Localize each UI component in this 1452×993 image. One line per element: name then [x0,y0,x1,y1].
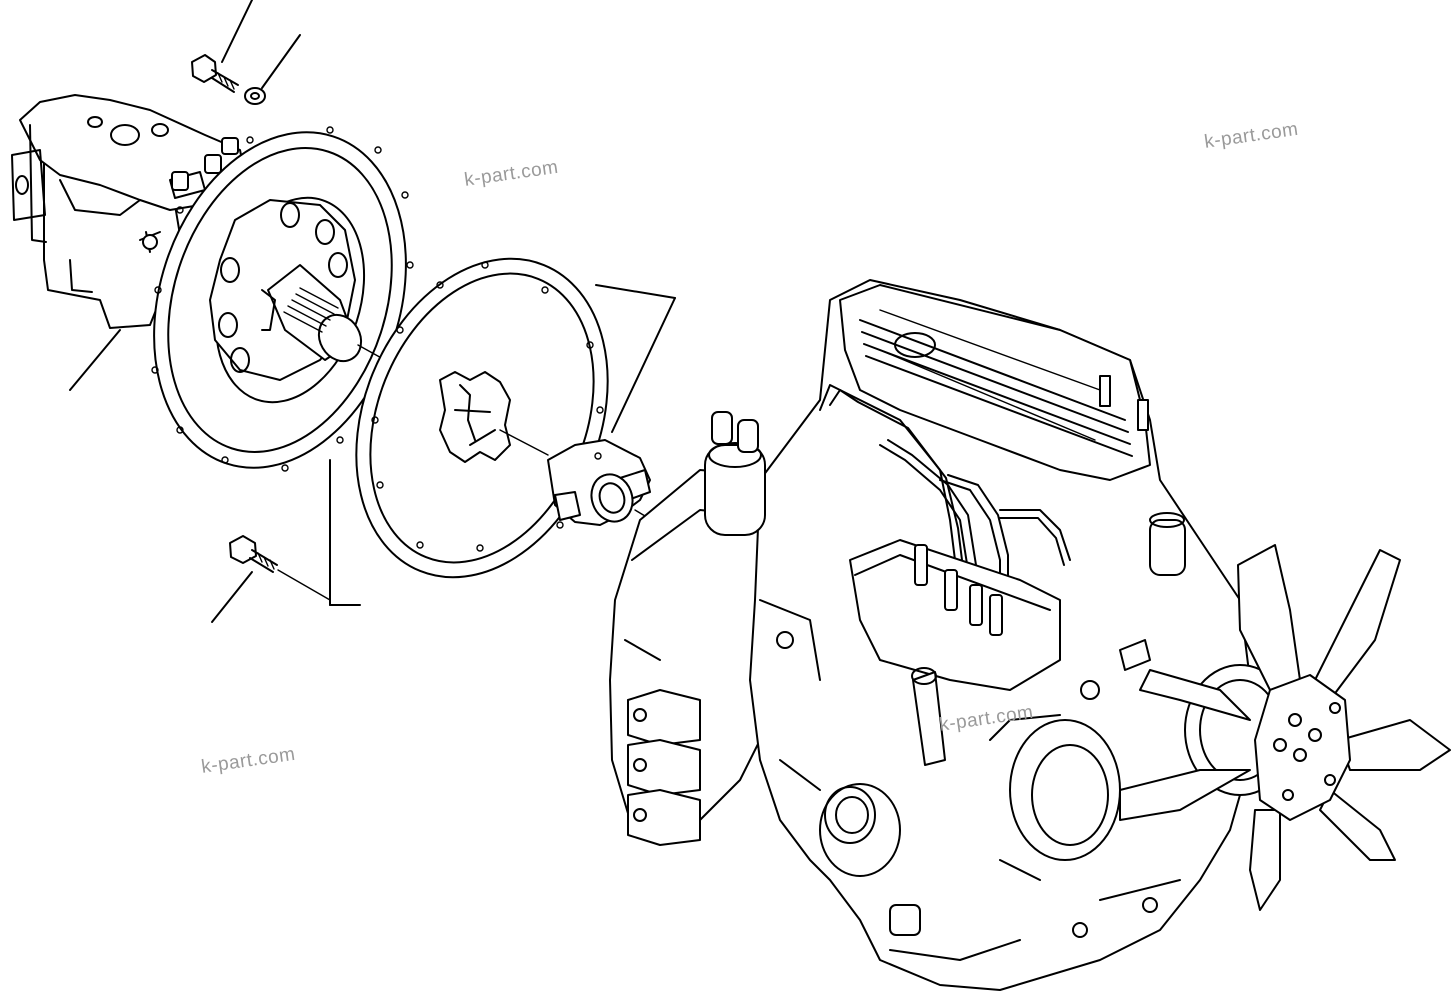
leader-line [221,0,253,63]
bolt-icon [229,535,278,573]
coupling-icon [547,439,651,526]
engine-icon [609,279,1251,991]
leader-line [69,329,121,391]
leader-line [211,571,253,623]
pump-housing-plate-icon [151,126,414,472]
leader-line [499,429,549,456]
group-bracket [329,284,676,606]
fan-icon [1119,544,1451,911]
oil-filter [819,783,901,877]
bolt-icon [191,54,239,93]
leader-line [261,34,301,89]
flywheel-icon [355,257,609,579]
leader-line [277,569,331,601]
washer-icon [244,87,266,105]
